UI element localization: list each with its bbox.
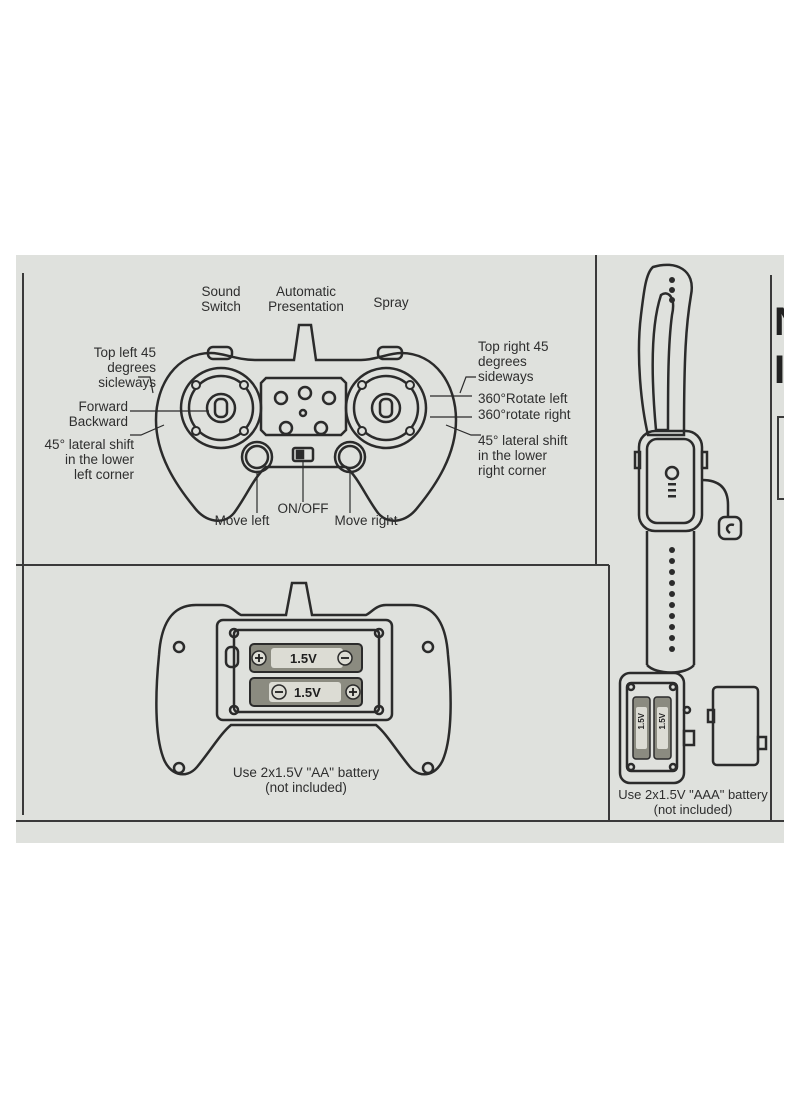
label-automatic-presentation: Automatic Presentation	[268, 284, 344, 314]
right-cut-box	[777, 416, 784, 500]
leader-lines	[130, 376, 481, 513]
watch-drawing	[633, 263, 743, 674]
watch-holes	[668, 277, 676, 652]
diagram-drawing	[16, 255, 784, 822]
label-rotate-left: 360°Rotate left	[478, 391, 568, 406]
label-sound-switch: Sound Switch	[201, 284, 241, 314]
label-lateral-right: 45° lateral shift in the lower right cor…	[478, 433, 568, 478]
battery-cover-drawing	[706, 685, 768, 767]
cut-text-top: N	[774, 302, 784, 342]
label-spray: Spray	[373, 295, 409, 310]
remote-controller-drawing	[154, 323, 458, 522]
label-forward-backward: Forward Backward	[68, 399, 128, 429]
label-top-left: Top left 45 degrees sicleways	[93, 345, 156, 390]
aaa-battery-caption: Use 2x1.5V "AAA" battery (not included)	[618, 787, 768, 817]
label-move-right: Move right	[334, 513, 398, 528]
aa-batteries	[249, 643, 363, 707]
label-on-off: ON/OFF	[277, 501, 329, 516]
aa-battery-label-top: 1.5V	[290, 651, 317, 666]
aaa-batteries	[632, 696, 672, 760]
label-lateral-left: 45° lateral shift in the lower left corn…	[44, 437, 134, 482]
remote-back-drawing	[155, 581, 452, 776]
cut-text-bottom: I	[774, 348, 784, 392]
instruction-sheet: Sound Switch Automatic Presentation Spra…	[16, 255, 784, 843]
remote-dots	[191, 380, 415, 436]
aaa-battery-label-right: 1.5V	[658, 713, 667, 730]
label-rotate-right: 360°rotate right	[478, 407, 571, 422]
aa-battery-label-bottom: 1.5V	[294, 685, 321, 700]
label-top-right: Top right 45 degrees sideways	[478, 339, 549, 384]
label-move-left: Move left	[214, 513, 270, 528]
aa-battery-caption: Use 2x1.5V "AA" battery (not included)	[232, 765, 380, 795]
aaa-battery-label-left: 1.5V	[637, 713, 646, 730]
watch-battery-drawing	[618, 671, 696, 785]
